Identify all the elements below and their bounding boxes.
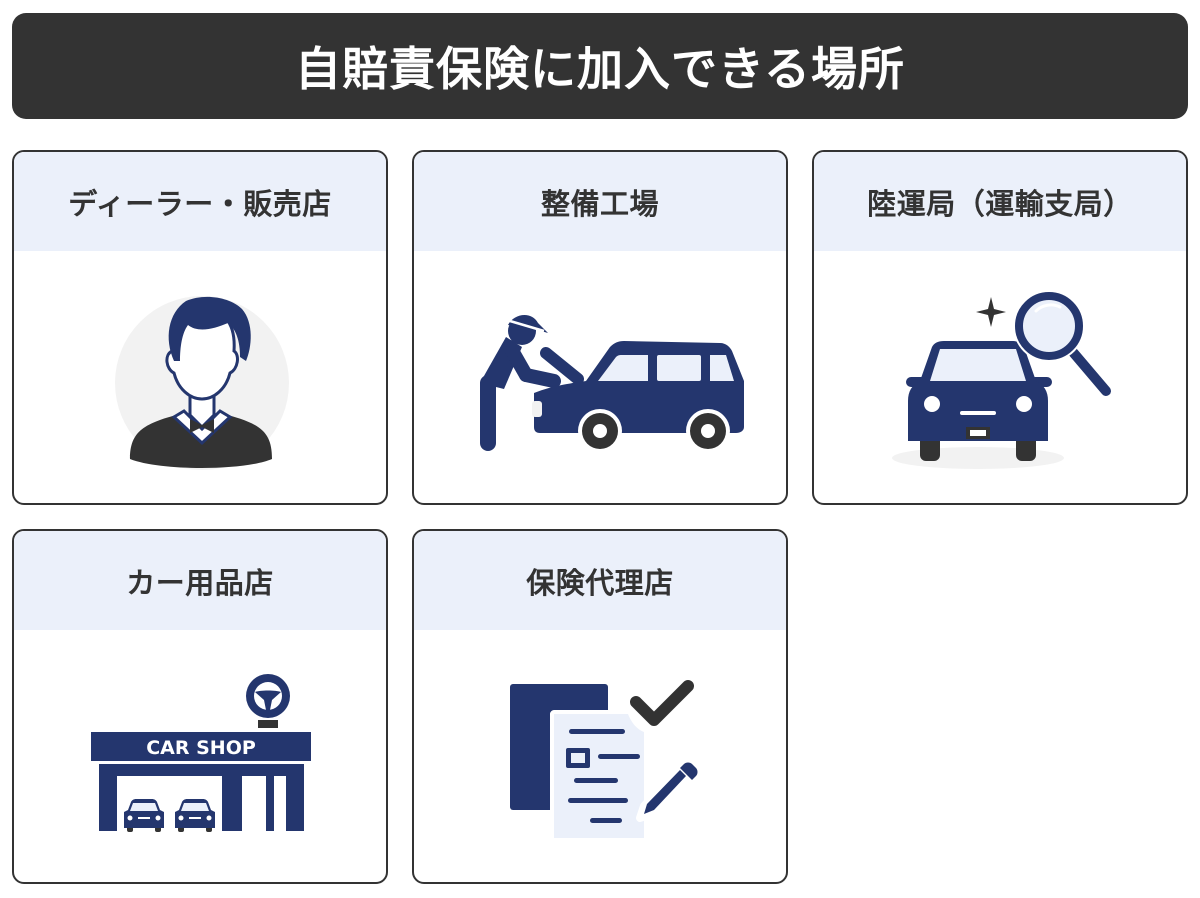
card-header: 保険代理店 [414,531,786,630]
card-title: ディーラー・販売店 [68,186,332,221]
card-title: 保険代理店 [526,565,674,600]
mechanic-repairing-car-icon [480,314,744,453]
card-title: カー用品店 [126,565,274,600]
card-body: CAR SHOP [14,630,386,882]
card-transport-bureau: 陸運局（運輸支局） [812,150,1188,505]
card-header: 陸運局（運輸支局） [814,152,1186,251]
card-car-accessory-shop: カー用品店 CAR SHOP [12,529,388,884]
car-dealer-salesman-icon [115,296,289,470]
card-insurance-agency: 保険代理店 [412,529,788,884]
car-shop-building-icon: CAR SHOP [91,674,311,832]
card-header: 整備工場 [414,152,786,251]
insurance-document-check-icon [510,676,698,840]
card-title: 陸運局（運輸支局） [867,186,1133,221]
car-inspection-magnifier-icon [892,290,1114,469]
card-title: 整備工場 [540,186,659,221]
card-body [414,630,786,882]
card-body [814,251,1186,503]
card-header: カー用品店 [14,531,386,630]
card-repair-shop: 整備工場 [412,150,788,505]
page-title: 自賠責保険に加入できる場所 [294,42,906,96]
sparkle-icon [976,297,1006,327]
title-banner: 自賠責保険に加入できる場所 [12,13,1188,119]
pen-icon [636,762,698,822]
card-header: ディーラー・販売店 [14,152,386,251]
card-body [14,251,386,503]
shop-sign-text: CAR SHOP [146,737,256,759]
card-body [414,251,786,503]
card-dealer: ディーラー・販売店 [12,150,388,505]
small-car-icon [124,799,164,832]
small-car-icon [175,799,215,832]
